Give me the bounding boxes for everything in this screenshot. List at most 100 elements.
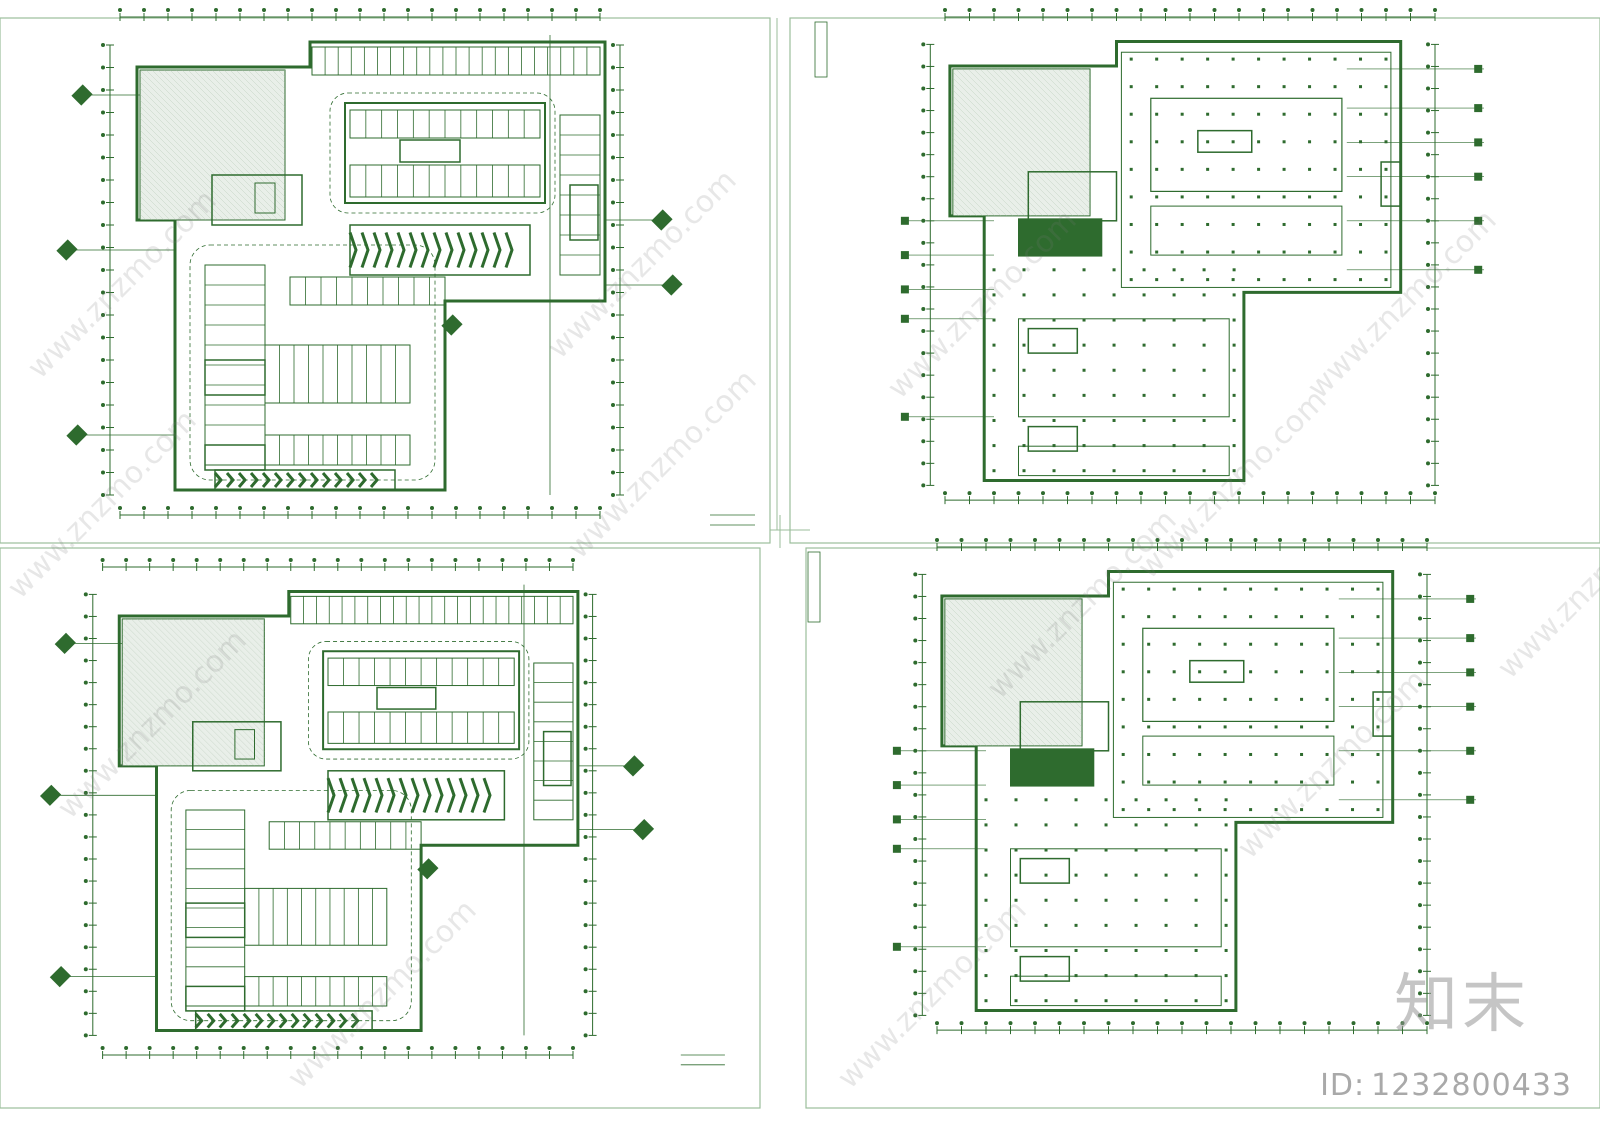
grid-bubble <box>502 506 506 510</box>
hatch-line <box>173 618 265 711</box>
grid-bubble <box>101 133 105 137</box>
structural-column <box>1232 469 1236 473</box>
structural-column <box>1333 222 1337 226</box>
structural-column <box>1194 923 1198 927</box>
ramp-chevron <box>480 232 490 268</box>
structural-column <box>1044 848 1048 852</box>
structural-column <box>1134 898 1138 902</box>
watermark-text: www.znzmo.com <box>881 203 1084 406</box>
structural-column <box>1022 444 1026 448</box>
grid-bubble <box>1278 537 1282 542</box>
grid-bubble <box>583 857 588 861</box>
hatch-line <box>952 143 1025 217</box>
structural-column <box>1257 112 1261 116</box>
structural-column <box>1194 848 1198 852</box>
structural-column <box>1300 587 1304 591</box>
structural-column <box>1249 670 1253 674</box>
structural-column <box>1082 343 1086 347</box>
grid-bubble <box>611 448 615 452</box>
grid-bubble <box>921 240 926 245</box>
grid-bubble <box>101 268 105 272</box>
grid-bubble <box>1418 682 1422 687</box>
structural-column <box>1359 167 1363 171</box>
grid-bubble <box>312 1046 317 1050</box>
structural-column <box>1180 167 1184 171</box>
grid-bubble <box>967 7 972 12</box>
hatch-line <box>235 69 286 120</box>
grid-bubble <box>1426 329 1430 334</box>
structural-column <box>1231 222 1235 226</box>
leader-tag <box>900 251 909 260</box>
hatch-line <box>944 739 951 747</box>
sheet-border <box>805 547 1600 1109</box>
hatch-line <box>139 87 273 221</box>
grid-bubble <box>1131 1021 1135 1026</box>
slab-opening <box>1150 97 1343 193</box>
structural-column <box>1224 999 1228 1003</box>
grid-bubble <box>262 506 266 510</box>
structural-column <box>1194 898 1198 902</box>
watermark-text: www.znzmo.com <box>1491 483 1600 686</box>
structural-column <box>1224 848 1228 852</box>
structural-column <box>1164 923 1168 927</box>
structural-column <box>1112 343 1116 347</box>
hatch-line <box>1043 598 1083 638</box>
ramp-chevron <box>372 232 382 268</box>
structural-column <box>1052 444 1056 448</box>
grid-bubble <box>526 506 530 510</box>
grid-bubble <box>550 8 554 12</box>
grid-bubble <box>142 506 146 510</box>
structural-column <box>992 418 996 422</box>
hatch-line <box>122 675 213 767</box>
grid-bubble <box>913 991 918 996</box>
hatch-line <box>944 607 1083 746</box>
structural-column <box>1194 974 1198 978</box>
grid-bubble <box>83 879 88 884</box>
grid-bubble <box>547 557 552 562</box>
grid-bubble <box>100 1046 105 1050</box>
grid-bubble <box>913 660 918 665</box>
grid-bubble <box>83 658 88 663</box>
hatch-line <box>1033 68 1091 126</box>
grid-bubble <box>430 8 434 12</box>
structural-column <box>1180 278 1184 282</box>
hatch-line <box>991 68 1091 168</box>
structural-column <box>1147 642 1151 646</box>
structural-column <box>1164 999 1168 1003</box>
grid-bubble <box>1041 7 1045 12</box>
structural-column <box>1044 923 1048 927</box>
grid-bubble <box>1400 1021 1405 1026</box>
grid-bubble <box>359 557 364 562</box>
hatch-line <box>1019 598 1083 662</box>
center-core <box>1197 129 1253 153</box>
structural-column <box>1155 57 1159 61</box>
structural-column <box>1308 278 1312 282</box>
structural-column <box>1206 85 1210 89</box>
structural-column <box>1249 725 1253 729</box>
grid-bubble <box>166 506 170 510</box>
grid-bubble <box>611 65 615 70</box>
grid-bubble <box>1426 130 1430 135</box>
grid-bubble <box>1418 837 1422 841</box>
grid-bubble <box>1418 925 1422 930</box>
structural-column <box>1282 112 1286 116</box>
hatch-line <box>959 598 1083 722</box>
grid-bubble <box>406 557 411 562</box>
grid-bubble <box>382 8 386 12</box>
grid-bubble <box>265 557 270 562</box>
grid-bubble <box>611 178 615 182</box>
lower-core <box>204 444 266 471</box>
grid-bubble <box>406 506 410 510</box>
grid-bubble <box>1229 1021 1233 1026</box>
hatch-line <box>1067 598 1083 614</box>
grid-bubble <box>921 262 926 267</box>
structural-column <box>1223 587 1227 591</box>
structural-column <box>1224 823 1228 827</box>
hatch-line <box>1001 598 1083 680</box>
structural-column <box>1074 948 1078 952</box>
hatch-line <box>139 153 207 221</box>
structural-column <box>1282 278 1286 282</box>
hatch-line <box>283 69 286 72</box>
structural-column <box>1172 725 1176 729</box>
